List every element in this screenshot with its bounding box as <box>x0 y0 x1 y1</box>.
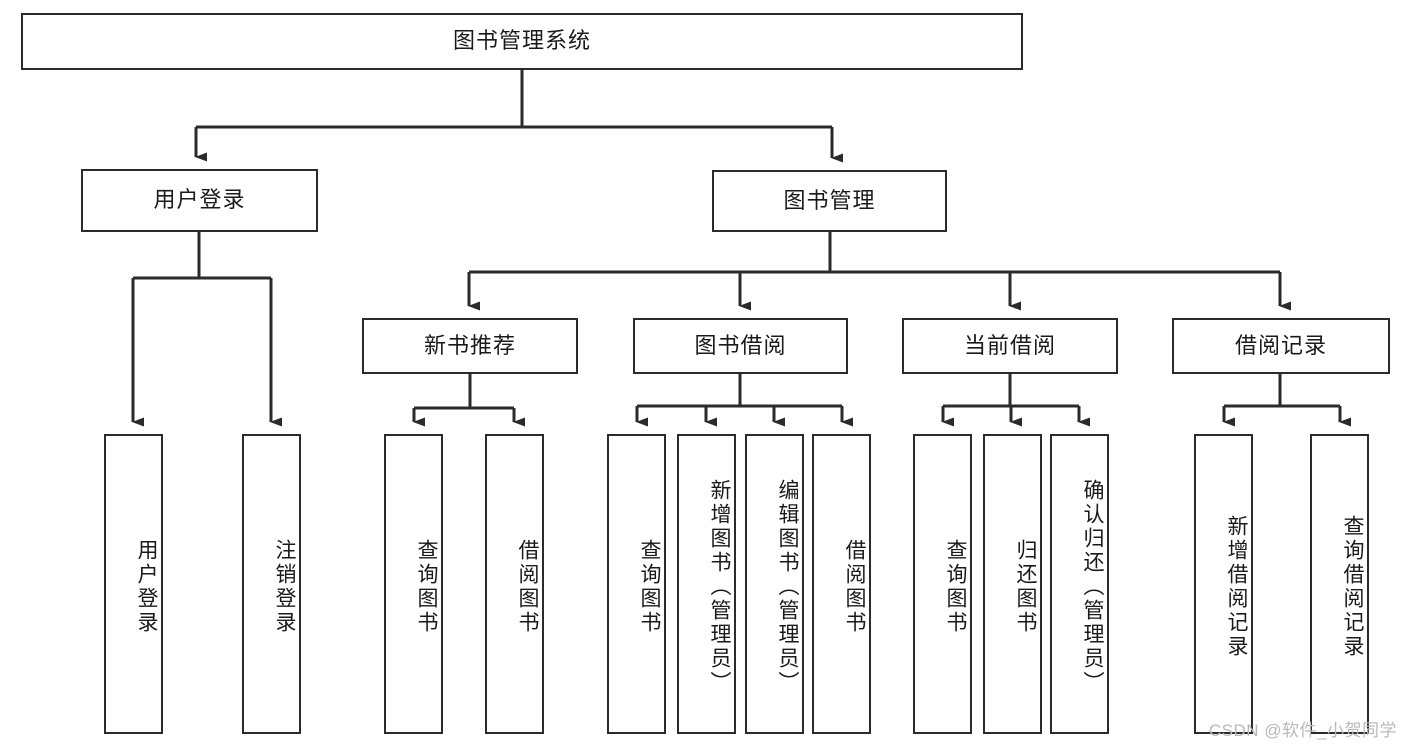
leaf-label: 注销登录 <box>273 539 296 635</box>
leaf-label: 新增借阅记录 <box>1225 515 1248 659</box>
node-leaf-borrow-book[interactable]: 借阅图书 <box>812 434 871 734</box>
node-current-borrow[interactable]: 当前借阅 <box>902 318 1118 374</box>
node-leaf-confirm-return-admin[interactable]: 确认归还（管理员） <box>1050 434 1109 734</box>
leaf-label: 借阅图书 <box>843 539 866 635</box>
leaf-label: 查询图书 <box>638 539 661 635</box>
node-book-borrow[interactable]: 图书借阅 <box>633 318 848 374</box>
node-borrow-record[interactable]: 借阅记录 <box>1172 318 1390 374</box>
node-leaf-query-book-rec[interactable]: 查询图书 <box>384 434 443 734</box>
leaf-label: 新增图书（管理员） <box>708 479 731 695</box>
node-leaf-query-book-current[interactable]: 查询图书 <box>913 434 972 734</box>
node-leaf-add-borrow-record[interactable]: 新增借阅记录 <box>1194 434 1253 734</box>
leaf-label: 用户登录 <box>135 539 158 635</box>
node-leaf-edit-book-admin[interactable]: 编辑图书（管理员） <box>745 434 804 734</box>
node-leaf-query-borrow-record[interactable]: 查询借阅记录 <box>1310 434 1369 734</box>
node-leaf-return-book[interactable]: 归还图书 <box>983 434 1042 734</box>
node-root[interactable]: 图书管理系统 <box>21 13 1023 70</box>
watermark-text: CSDN @软件_小贺同学 <box>1208 721 1397 740</box>
leaf-label: 借阅图书 <box>516 539 539 635</box>
leaf-label: 归还图书 <box>1014 539 1037 635</box>
leaf-label: 查询图书 <box>944 539 967 635</box>
node-book-manage[interactable]: 图书管理 <box>712 170 947 232</box>
leaf-label: 编辑图书（管理员） <box>776 479 799 695</box>
node-leaf-add-book-admin[interactable]: 新增图书（管理员） <box>677 434 736 734</box>
node-leaf-user-login[interactable]: 用户登录 <box>104 434 163 734</box>
node-leaf-query-book-borrow[interactable]: 查询图书 <box>607 434 666 734</box>
node-leaf-user-logout[interactable]: 注销登录 <box>242 434 301 734</box>
leaf-label: 确认归还（管理员） <box>1081 479 1104 695</box>
leaf-label: 查询图书 <box>415 539 438 635</box>
leaf-label: 查询借阅记录 <box>1341 515 1364 659</box>
node-leaf-borrow-book-rec[interactable]: 借阅图书 <box>485 434 544 734</box>
node-user-login[interactable]: 用户登录 <box>81 169 318 232</box>
node-new-book-recommend[interactable]: 新书推荐 <box>362 318 578 374</box>
